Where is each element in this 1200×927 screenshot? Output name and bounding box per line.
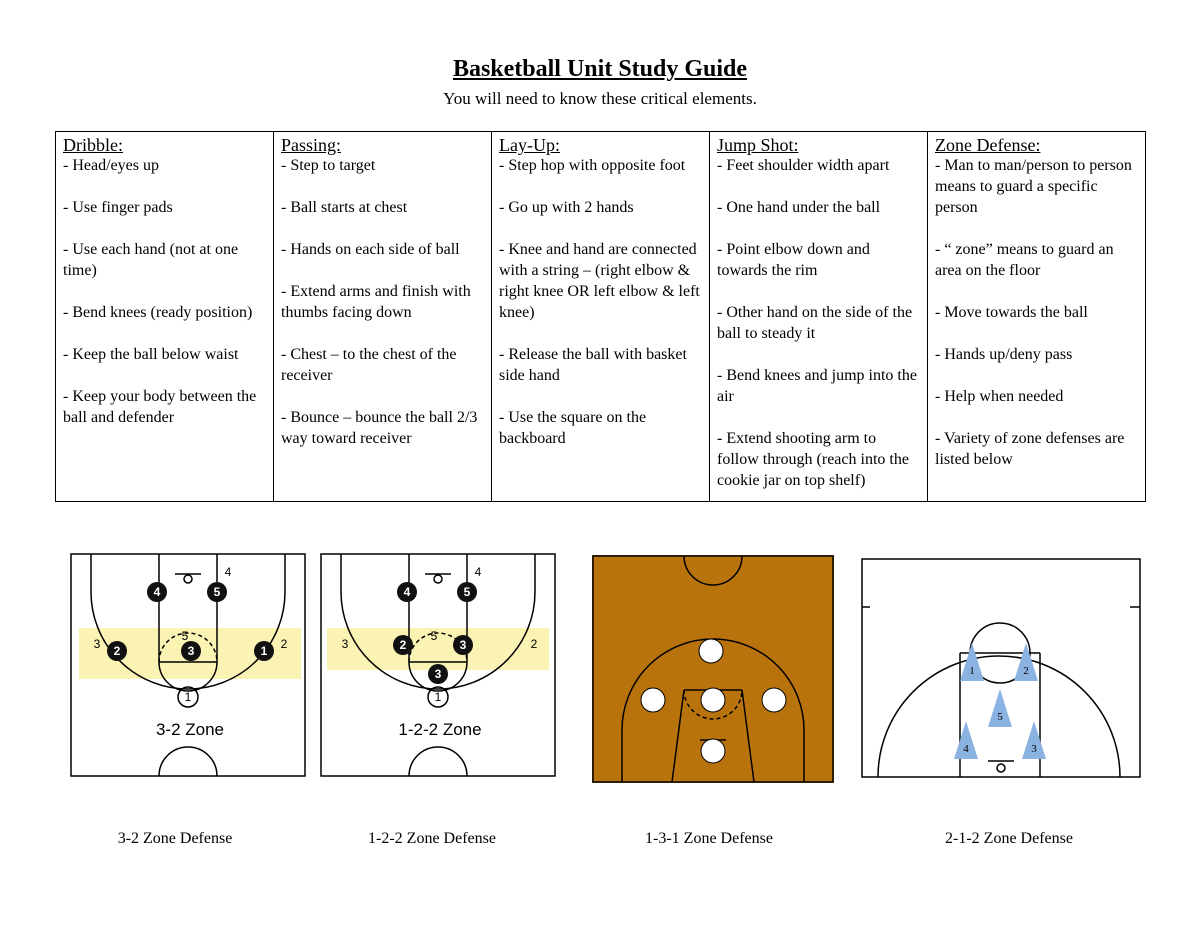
zone-label: 1-2-2 Zone [398,720,481,739]
list-item: - Use the square on the backboard [499,409,647,447]
offense-2-label: 2 [531,637,538,651]
list-item: - Man to man/person to person means to g… [935,157,1132,216]
player-5-marker: 5 [214,585,221,599]
page-title: Basketball Unit Study Guide [452,56,748,82]
offense-2-label: 2 [281,637,288,651]
column-zone-defense: Zone Defense: - Man to man/person to per… [927,131,1146,502]
list-item: - Keep the ball below waist [63,346,239,363]
list-item: - Move towards the ball [935,304,1088,321]
zone-1-2-2-diagram: 4 5 2 3 3 4 5 3 2 1 1-2-2 Zone [317,552,559,780]
player-4-marker: 4 [404,585,411,599]
offense-5-label: 5 [182,629,189,643]
list-item: - Head/eyes up [63,157,159,174]
column-heading: Lay-Up: [499,135,560,155]
player-2-marker: 2 [114,644,121,658]
offense-4-label: 4 [225,565,232,579]
player-4-marker: 4 [154,585,161,599]
column-passing: Passing: - Step to target - Ball starts … [273,131,492,502]
caption-1-3-1-zone: 1-3-1 Zone Defense [645,830,773,847]
list-item: - Extend shooting arm to follow through … [717,430,909,489]
caption-2-1-2-zone: 2-1-2 Zone Defense [945,830,1073,847]
column-dribble: Dribble: - Head/eyes up - Use finger pad… [55,131,274,502]
defender-2-label: 2 [1023,665,1029,677]
list-item: - Bend knees (ready position) [63,304,253,321]
offense-5-label: 5 [431,629,438,643]
list-item: - Hands up/deny pass [935,346,1073,363]
column-jump-shot: Jump Shot: - Feet shoulder width apart -… [709,131,928,502]
zone-label: 3-2 Zone [156,720,224,739]
player-5-marker: 5 [464,585,471,599]
caption-3-2-zone: 3-2 Zone Defense [117,830,233,847]
list-item: - Release the ball with basket side hand [499,346,687,384]
list-item: - Point elbow down and towards the rim [717,241,870,279]
list-item: - Keep your body between the ball and de… [63,388,257,426]
defender-1-label: 1 [969,665,975,677]
list-item: - Help when needed [935,388,1064,405]
page-subtitle: You will need to know these critical ele… [443,89,757,108]
offense-1-label: 1 [435,690,442,704]
player-2-marker: 2 [400,638,407,652]
player-3-marker-b: 3 [460,638,467,652]
column-heading: Passing: [281,135,342,155]
defender-3-label: 3 [1031,743,1037,755]
list-item: - Other hand on the side of the ball to … [717,304,913,342]
list-item: - Step to target [281,157,376,174]
offense-1-label: 1 [185,690,192,704]
study-guide-table: Dribble: - Head/eyes up - Use finger pad… [55,131,1146,502]
list-item: - Bend knees and jump into the air [717,367,917,405]
zone-1-3-1-diagram [592,555,834,783]
list-item: - Hands on each side of ball [281,241,460,258]
defender-4-label: 4 [963,743,969,755]
list-item: - Use each hand (not at one time) [63,241,239,279]
list-item: - Step hop with opposite foot [499,157,686,174]
column-heading: Dribble: [63,135,123,155]
column-heading: Jump Shot: [717,135,799,155]
offense-3-label: 3 [342,637,349,651]
offense-3-label: 3 [94,637,101,651]
column-heading: Zone Defense: [935,135,1041,155]
zone-2-1-2-diagram: 1 2 5 4 3 [860,557,1142,779]
list-item: - Variety of zone defenses are listed be… [935,430,1125,468]
column-layup: Lay-Up: - Step hop with opposite foot - … [491,131,710,502]
list-item: - Chest – to the chest of the receiver [281,346,457,384]
offense-4-label: 4 [475,565,482,579]
list-item: - Knee and hand are connected with a str… [499,241,700,321]
list-item: - Go up with 2 hands [499,199,634,216]
defender-5-label: 5 [997,711,1003,723]
list-item: - Bounce – bounce the ball 2/3 way towar… [281,409,478,447]
list-item: - One hand under the ball [717,199,881,216]
player-1-marker: 1 [261,644,268,658]
caption-1-2-2-zone: 1-2-2 Zone Defense [368,830,496,847]
list-item: - Ball starts at chest [281,199,408,216]
list-item: - Use finger pads [63,199,173,216]
list-item: - Extend arms and finish with thumbs fac… [281,283,471,321]
player-3-marker: 3 [435,667,442,681]
list-item: - “ zone” means to guard an area on the … [935,241,1114,279]
zone-3-2-diagram: 4 5 2 3 1 4 5 3 2 1 3-2 Zone [67,552,309,780]
player-3-marker: 3 [188,644,195,658]
list-item: - Feet shoulder width apart [717,157,890,174]
